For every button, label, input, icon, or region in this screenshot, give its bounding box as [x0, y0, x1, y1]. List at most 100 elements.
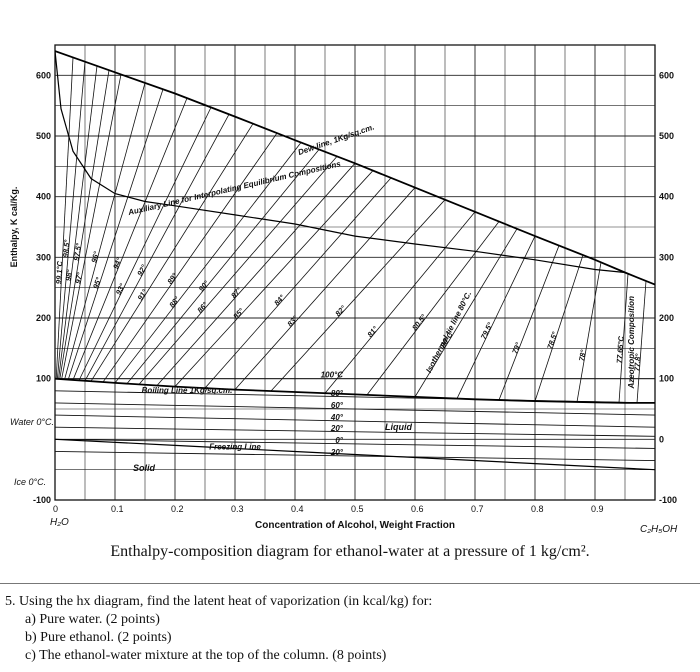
liquid-label: Liquid [385, 422, 412, 432]
x-tick-label: 0.2 [171, 504, 184, 514]
tie-line-label: 97° [73, 271, 84, 285]
tie-line-label: 84° [272, 292, 287, 307]
isotherm-label: 80° [331, 389, 344, 398]
ethanol-end-label: C₂H₅OH [640, 524, 678, 535]
y-tick-label-left: 300 [36, 252, 51, 262]
liquid-isotherm [55, 451, 655, 462]
tie-line-label: 90° [197, 278, 212, 293]
tie-line-label: 77.65°C [615, 335, 626, 363]
tie-line-label: 89° [165, 271, 179, 286]
y-tick-label-left: 100 [36, 374, 51, 384]
tie-line [618, 273, 629, 403]
tie-line-label: 78° [577, 348, 588, 362]
x-tick-label: 0.5 [351, 504, 364, 514]
water-side-label: Water 0°C. [10, 417, 54, 427]
tie-line-label: 85° [231, 306, 246, 321]
liquid-isotherm [55, 414, 655, 428]
y-tick-label-right: -100 [659, 495, 677, 505]
tie-line [59, 70, 110, 380]
tie-line [270, 199, 446, 392]
series-label: Dew-line, 1Kg/sq.cm. [297, 122, 376, 157]
y-tick-label-right: 300 [659, 252, 674, 262]
series-label: Boiling Line 1Kg/sq.cm. [142, 386, 233, 395]
tie-line-label: 88° [167, 294, 182, 309]
tie-line [67, 89, 164, 380]
y-tick-label-right: 600 [659, 70, 674, 80]
x-tick-label: 0 [53, 504, 58, 514]
y-tick-label-left: 400 [36, 192, 51, 202]
isotherm-label: 60° [331, 401, 344, 410]
tie-line-label: 93° [114, 281, 127, 296]
tie-line-label: 81° [365, 324, 380, 339]
isotherm-label: 0° [335, 436, 343, 445]
tie-line-label: 92° [135, 262, 149, 277]
tie-line [102, 132, 278, 383]
series-line [55, 377, 655, 404]
ice-side-label: Ice 0°C. [14, 477, 46, 487]
tie-line [55, 57, 74, 379]
tie-line [114, 142, 302, 384]
tie-line-label: 79° [510, 340, 523, 355]
tie-line [414, 228, 518, 398]
y-tick-label-right: 0 [659, 434, 664, 444]
x-axis-label: Concentration of Alcohol, Weight Fractio… [255, 520, 455, 531]
question-part-c: c) The ethanol-water mixture at the top … [25, 648, 387, 663]
tie-line-label: 77.8° [632, 352, 642, 371]
question-part-a: a) Pure water. (2 points) [25, 612, 160, 627]
tie-line-label: 80.5° [410, 312, 428, 332]
tie-line [84, 114, 230, 381]
tie-line-label: 99.1°C [54, 260, 64, 284]
tie-line-label: 86° [195, 300, 210, 315]
tie-line [156, 163, 356, 386]
question-part-b: b) Pure ethanol. (2 points) [25, 630, 172, 645]
liquid-isotherm [55, 438, 655, 449]
isothermal-tie-line-label: Isothermal tie line 80°C. [424, 290, 473, 375]
isotherm-label: 100°C [321, 371, 344, 380]
y-tick-label-left: 600 [36, 70, 51, 80]
series-line [55, 51, 626, 274]
isotherm-label: 40° [330, 413, 344, 422]
tie-line [64, 82, 146, 380]
liquid-isotherm [55, 402, 655, 416]
tie-line-label: 98.5° [61, 238, 72, 257]
water-end-label: H₂O [50, 517, 69, 528]
tie-line-label: 83° [285, 313, 300, 328]
chart-title: Enthalpy-composition diagram for ethanol… [110, 543, 590, 560]
x-tick-label: 0.7 [471, 504, 484, 514]
y-tick-label-left: -100 [33, 495, 51, 505]
question-stem: 5. Using the hx diagram, find the latent… [5, 594, 433, 609]
y-tick-label-right: 400 [659, 192, 674, 202]
tie-line [204, 177, 392, 389]
y-tick-label-left: 500 [36, 131, 51, 141]
tie-line [174, 170, 374, 387]
y-tick-label-right: 200 [659, 313, 674, 323]
divider [0, 583, 700, 584]
solid-label: Solid [133, 463, 156, 473]
tie-line [61, 74, 122, 380]
isotherm-label: 20° [330, 424, 344, 433]
tie-line [126, 149, 320, 384]
tie-line-label: 82° [333, 303, 348, 318]
isotherm-label: -20° [328, 448, 344, 457]
tie-line [90, 123, 254, 382]
series-lines [55, 50, 655, 471]
series-label: Freezing Line [209, 443, 261, 452]
azeotropic-composition-label: Azeotropic Composition [627, 296, 636, 390]
tie-line [324, 211, 476, 394]
tie-line-label: 95° [91, 275, 103, 290]
series-line [55, 50, 655, 286]
tie-line [234, 187, 416, 390]
tie-line [138, 156, 338, 385]
tie-line [534, 254, 584, 402]
tie-line [576, 262, 602, 403]
tie-line-label: 96° [89, 250, 101, 264]
tie-line [72, 97, 188, 381]
tie-line-label: 79.5° [479, 320, 495, 341]
liquid-isotherm [55, 426, 655, 437]
tie-line-label: 97.5° [72, 242, 84, 262]
x-tick-label: 0.8 [531, 504, 544, 514]
y-axis-label: Enthalpy, K cal/Kg. [9, 187, 19, 268]
tie-line [456, 235, 536, 399]
tie-line-label: 98° [64, 268, 74, 281]
